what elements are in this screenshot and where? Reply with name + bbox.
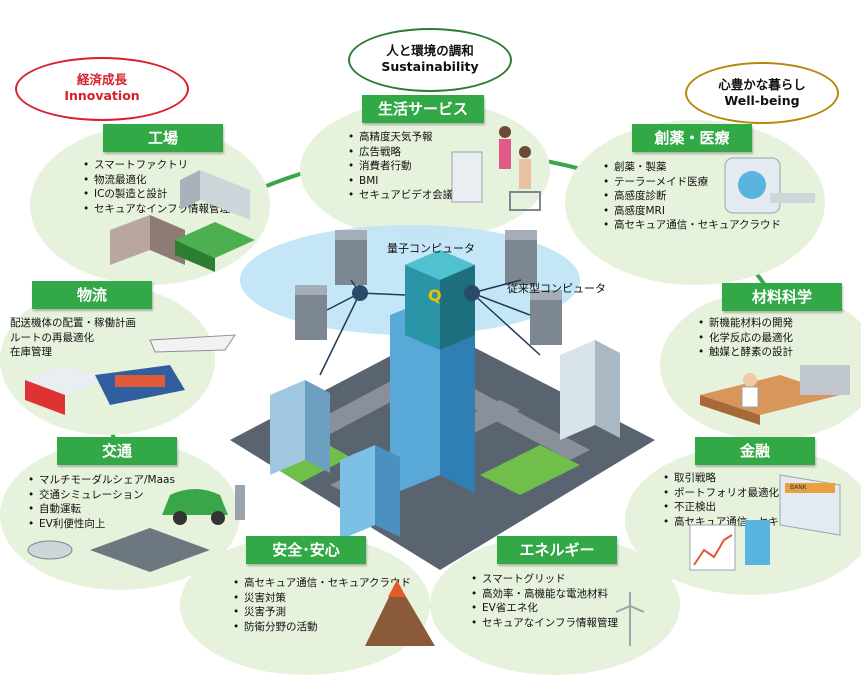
list-item: 自動運転 — [28, 502, 175, 517]
list-item: 交通シミュレーション — [28, 488, 175, 503]
sustainability-oval: 人と環境の調和 Sustainability — [348, 28, 512, 92]
building-right — [560, 340, 620, 440]
list-item: 在庫管理 — [10, 346, 52, 358]
list-item: 防衛分野の活動 — [233, 620, 411, 635]
list-item: 化学反応の最適化 — [698, 331, 793, 346]
quantum-computer — [405, 250, 475, 350]
list-item: 物流最適化 — [83, 173, 230, 188]
ev-illustration — [27, 485, 245, 572]
wellbeing-en: Well-being — [724, 93, 800, 108]
list-item: 高セキュア通信・セキュアクラウド — [233, 576, 411, 591]
logistics-blob — [0, 285, 215, 435]
materials-heading: 材料科学 — [722, 283, 842, 311]
list-item: ルートの再最適化 — [10, 331, 94, 344]
list-item: スマートグリッド — [471, 572, 618, 587]
logistics-illustration — [25, 334, 236, 415]
factory-list: スマートファクトリ 物流最適化 ICの製造と設計 セキュアなインフラ情報管理 — [80, 158, 230, 216]
sustainability-jp: 人と環境の調和 — [386, 43, 474, 58]
list-item: 高セキュア通信・セキュアクラウド — [603, 218, 781, 233]
list-item: 災害対策 — [233, 591, 411, 606]
bank-sign: BANK — [790, 484, 807, 491]
factory-illustration — [110, 170, 255, 272]
logistics-heading: 物流 — [32, 281, 152, 309]
innovation-oval: 経済成長 Innovation — [15, 57, 189, 121]
finance-heading: 金融 — [695, 437, 815, 465]
wellbeing-oval: 心豊かな暮らし Well-being — [685, 62, 839, 124]
server-top-right — [505, 230, 537, 285]
list-item: BMI — [348, 174, 453, 189]
mri-illustration — [724, 157, 815, 214]
life-list: 高精度天気予報 広告戦略 消費者行動 BMI セキュアビデオ会議 — [345, 130, 453, 203]
quantum-computer-label: 量子コンピュータ — [387, 242, 475, 255]
list-item: EV利便性向上 — [28, 517, 175, 532]
materials-list: 新機能材料の開発 化学反応の最適化 触媒と酵素の設計 — [695, 316, 793, 360]
server-top-left — [335, 230, 367, 285]
list-item: 不正検出 — [663, 500, 841, 515]
sustainability-en: Sustainability — [381, 59, 479, 74]
innovation-en: Innovation — [64, 88, 140, 103]
traffic-list: マルチモーダルシェア/Maas 交通シミュレーション 自動運転 EV利便性向上 — [25, 473, 175, 531]
list-item: テーラーメイド医療 — [603, 175, 781, 190]
drug-list: 創薬・製薬 テーラーメイド医療 高感度診断 高感度MRI 高セキュア通信・セキュ… — [600, 160, 781, 233]
list-item: EV省エネ化 — [471, 601, 618, 616]
list-item: マルチモーダルシェア/Maas — [28, 473, 175, 488]
drug-heading: 創薬・医療 — [632, 124, 752, 152]
list-item: セキュアなインフラ情報管理 — [471, 616, 618, 631]
list-item: 新機能材料の開発 — [698, 316, 793, 331]
list-item: セキュアビデオ会議 — [348, 188, 453, 203]
classical-computer-label: 従来型コンピュータ — [507, 282, 606, 295]
list-item: 消費者行動 — [348, 159, 453, 174]
list-item: ポートフォリオ最適化 — [663, 486, 841, 501]
list-item: 高精度天気予報 — [348, 130, 453, 145]
safety-heading: 安全･安心 — [246, 536, 366, 564]
list-item: 高効率・高機能な電池材料 — [471, 587, 618, 602]
list-item: 高感度MRI — [603, 204, 781, 219]
wind-turbine-illustration — [615, 592, 645, 646]
energy-list: スマートグリッド 高効率・高機能な電池材料 EV省エネ化 セキュアなインフラ情報… — [468, 572, 618, 630]
city-illustration — [230, 225, 655, 570]
list-item: セキュアなインフラ情報管理 — [83, 202, 230, 217]
server-right — [530, 290, 562, 345]
wellbeing-jp: 心豊かな暮らし — [718, 77, 806, 92]
traffic-heading: 交通 — [57, 437, 177, 465]
safety-list: 高セキュア通信・セキュアクラウド 災害対策 災害予測 防衛分野の活動 — [230, 576, 411, 634]
list-item: 広告戦略 — [348, 145, 453, 160]
list-item: ICの製造と設計 — [83, 187, 230, 202]
innovation-jp: 経済成長 — [76, 72, 127, 87]
list-item: 配送機体の配置・稼働計画 — [10, 317, 136, 329]
energy-heading: エネルギー — [497, 536, 617, 564]
list-item: 高感度診断 — [603, 189, 781, 204]
list-item: 災害予測 — [233, 605, 411, 620]
shopping-illustration — [451, 126, 541, 211]
park-1 — [480, 445, 580, 495]
list-item: 取引戦略 — [663, 471, 841, 486]
list-item: 創薬・製薬 — [603, 160, 781, 175]
logistics-list: 配送機体の配置・稼働計画 ルートの再最適化 在庫管理 — [0, 316, 136, 360]
life-heading: 生活サービス — [362, 95, 484, 123]
volcano-illustration — [365, 580, 435, 646]
building-left — [270, 380, 330, 475]
router-left — [352, 285, 368, 301]
router-right — [464, 285, 480, 301]
list-item: 触媒と酵素の設計 — [698, 345, 793, 360]
lab-illustration — [700, 365, 850, 425]
quantum-q-letter: Q — [428, 286, 442, 305]
factory-heading: 工場 — [103, 124, 223, 152]
list-item: スマートファクトリ — [83, 158, 230, 173]
server-left — [295, 285, 327, 340]
building-bottom — [340, 445, 400, 540]
bank-illustration — [689, 474, 841, 571]
